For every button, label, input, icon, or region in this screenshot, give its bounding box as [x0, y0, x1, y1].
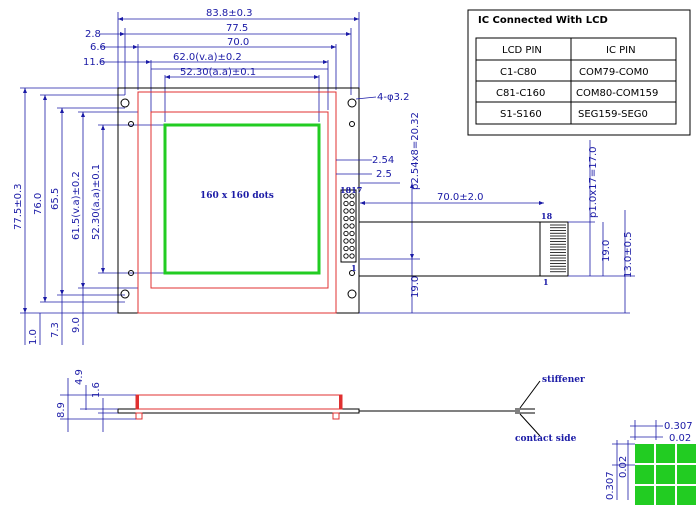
- dim-2-54: 2.54: [372, 155, 394, 166]
- contact-side-label: contact side: [515, 434, 577, 444]
- module-front-view: 160 x 160 dots 4-φ3.2: [117, 87, 409, 314]
- dim-8-9: 8.9: [56, 402, 67, 418]
- header-pin: [349, 223, 355, 229]
- ic-connection-table: IC Connected With LCD LCD PIN IC PIN C1-…: [467, 9, 691, 136]
- mounting-hole: [347, 289, 357, 299]
- pixel-detail: 0.307 0.02 0.307 0.02: [605, 420, 696, 505]
- mounting-hole: [347, 98, 357, 108]
- pixel-cell: [656, 465, 675, 484]
- table-cell: SEG159-SEG0: [578, 109, 648, 120]
- dim-19-0-a: 19.0: [601, 240, 612, 262]
- pixel-cell: [677, 444, 696, 463]
- header-pin: [343, 223, 349, 229]
- dim-4-9: 4.9: [74, 369, 85, 385]
- fpc-pin-18: 18: [541, 211, 553, 221]
- dim-77-5-v: 77.5±0.3: [13, 183, 24, 230]
- dim-1-6: 1.6: [91, 382, 102, 398]
- table-cell: S1-S160: [500, 109, 542, 120]
- bezel-outline: [137, 91, 337, 314]
- header-pin: [349, 193, 355, 199]
- header-pin: [343, 245, 349, 252]
- header-pin: [343, 193, 349, 199]
- dim-77-5: 77.5: [226, 23, 248, 34]
- header-pin: [343, 215, 349, 222]
- module-side-view: 4.9 8.9 1.6 stiffener contact side: [56, 369, 585, 444]
- pixel-cell: [656, 444, 675, 463]
- dim-83-8: 83.8±0.3: [206, 8, 253, 19]
- header-pin: [349, 208, 355, 214]
- left-dimensions: 77.5±0.3 76.0 65.5 61.5(v.a)±0.2 52.30(a…: [13, 87, 165, 345]
- dim-70-fpc: 70.0±2.0: [437, 192, 484, 203]
- mounting-hole: [120, 98, 130, 108]
- pin-header: 1817 1 2.54 2.5 p2.54x8=20.32 19.0: [336, 112, 421, 313]
- header-pin: [343, 200, 349, 207]
- pixel-cell: [635, 465, 654, 484]
- dim-62-va: 62.0(v.a)±0.2: [173, 52, 242, 63]
- dim-6-6: 6.6: [90, 42, 106, 53]
- header-pin: [343, 253, 349, 259]
- pixel-cell: [635, 486, 654, 505]
- header-pin: [349, 253, 355, 259]
- pin-label-1: 1: [351, 263, 357, 273]
- fpc-pitch: p1.0x17=17.0: [588, 146, 599, 218]
- dim-52-30-aa-v: 52.30(a.a)±0.1: [91, 164, 102, 240]
- dim-19-0-b: 19.0: [410, 276, 421, 298]
- table-header-ic-pin: IC PIN: [606, 45, 636, 56]
- pixel-cell: [656, 486, 675, 505]
- top-dimensions: 83.8±0.3 2.8 77.5 6.6 70.0 11.6 62.0(v.a…: [83, 8, 360, 122]
- pixel-pitch-v: 0.307: [605, 471, 616, 500]
- pixel-gap-h: 0.02: [669, 433, 691, 444]
- pin-label-1817: 1817: [340, 185, 362, 195]
- fpc-pin-1: 1: [543, 277, 549, 287]
- table-title: IC Connected With LCD: [478, 15, 608, 26]
- dim-65-5: 65.5: [50, 188, 61, 210]
- fpc-cable: 70.0±2.0 18 1 p1.0x17=17.0 19.0 13.0±0.5: [359, 140, 635, 314]
- hole-callout: 4-φ3.2: [377, 92, 409, 103]
- table-cell: C81-C160: [496, 88, 545, 99]
- header-pin: [349, 230, 355, 237]
- header-pin: [343, 238, 349, 244]
- dim-1-0: 1.0: [28, 329, 39, 345]
- dim-76-0: 76.0: [33, 193, 44, 215]
- table-cell: COM80-COM159: [576, 88, 658, 99]
- dim-52-30-aa: 52.30(a.a)±0.1: [180, 67, 256, 78]
- header-pin: [349, 215, 355, 222]
- pixel-gap-v: 0.02: [618, 456, 629, 478]
- pixel-cell: [635, 444, 654, 463]
- pixel-cell: [677, 486, 696, 505]
- active-area: [163, 123, 321, 275]
- pixel-cell: [677, 465, 696, 484]
- mounting-hole: [120, 289, 130, 299]
- dim-2-5: 2.5: [376, 169, 392, 180]
- stiffener-label: stiffener: [542, 375, 585, 385]
- display-resolution-text: 160 x 160 dots: [200, 191, 274, 201]
- dim-13-0: 13.0±0.5: [623, 231, 634, 278]
- dim-9-0: 9.0: [71, 317, 82, 333]
- table-cell: C1-C80: [500, 67, 537, 78]
- pixel-pitch-h: 0.307: [664, 421, 693, 432]
- header-pin: [349, 200, 355, 207]
- header-pin: [343, 208, 349, 214]
- table-header-lcd-pin: LCD PIN: [502, 45, 542, 56]
- viewing-area: [150, 111, 329, 289]
- header-pin: [343, 230, 349, 237]
- header-pin: [349, 245, 355, 252]
- header-pin: [349, 238, 355, 244]
- table-cell: COM79-COM0: [579, 67, 649, 78]
- pitch-vertical: p2.54x8=20.32: [410, 112, 421, 190]
- dim-61-5-va: 61.5(v.a)±0.2: [71, 171, 82, 240]
- dim-2-8: 2.8: [85, 29, 101, 40]
- dim-7-3: 7.3: [50, 322, 61, 338]
- dim-11-6: 11.6: [83, 57, 105, 68]
- dim-70-0: 70.0: [227, 37, 249, 48]
